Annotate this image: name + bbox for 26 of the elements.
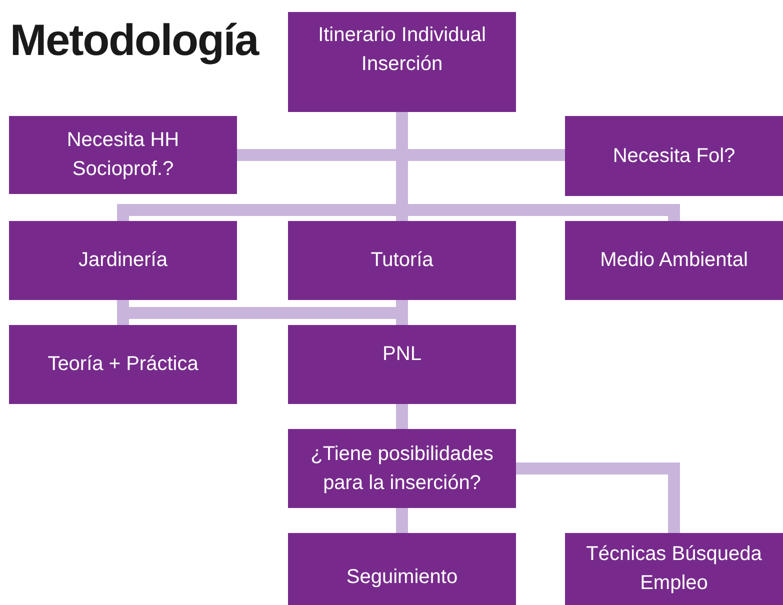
box-label: Necesita HH Socioprof.? [66, 128, 180, 182]
box-label: Medio Ambiental [600, 248, 748, 273]
box-label: Itinerario Individual Inserción [317, 23, 487, 77]
process-box [565, 116, 783, 196]
title: Metodología [10, 16, 258, 66]
process-box [288, 221, 516, 300]
box-label: Técnicas Búsqueda Empleo [585, 542, 763, 596]
process-box [288, 533, 516, 605]
connector-line [516, 462, 680, 533]
box-label: Necesita Fol? [612, 144, 736, 168]
process-box [9, 116, 237, 194]
process-box [565, 221, 783, 300]
connector-line [396, 508, 408, 533]
process-box [565, 533, 783, 605]
box-label: Teoría + Práctica [48, 352, 198, 377]
box-label: Seguimiento [346, 564, 458, 590]
process-box [288, 429, 516, 508]
process-box [288, 325, 516, 404]
process-box [288, 12, 516, 112]
connector-line [396, 404, 408, 429]
box-label: PNL [382, 342, 422, 367]
box-label: Tutoría [370, 248, 434, 273]
box-label: ¿Tiene posibilidades para la inserción? [310, 442, 494, 496]
box-label: Jardinería [78, 248, 168, 273]
process-box [9, 325, 237, 404]
process-box [9, 221, 237, 300]
